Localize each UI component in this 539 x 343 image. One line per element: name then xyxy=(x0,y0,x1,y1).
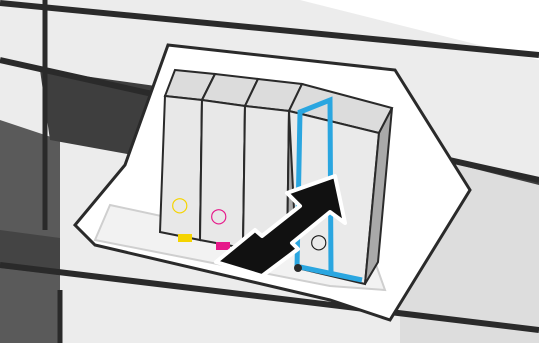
black-ink-glyph: ○ xyxy=(310,229,327,253)
yellow-ink-glyph: ○ xyxy=(171,192,188,216)
cartridge-cyan xyxy=(289,84,392,284)
magenta-ink-glyph: ○ xyxy=(210,203,227,227)
